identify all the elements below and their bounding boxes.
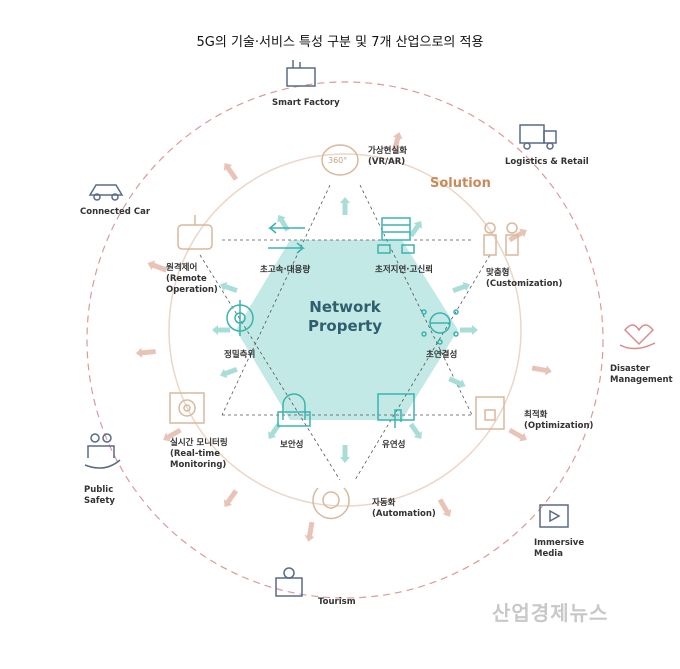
factory-icon bbox=[286, 60, 316, 87]
logistics-label: Logistics & Retail bbox=[505, 157, 589, 167]
solution-label: Solution bbox=[430, 176, 491, 191]
disaster-l2: Management bbox=[610, 375, 673, 385]
customization-label: 맞춤형(Customization) bbox=[486, 268, 562, 290]
monitoring-icon bbox=[169, 392, 205, 424]
latency-label: 초저지연·고신뢰 bbox=[375, 265, 433, 275]
watermark: 산업경제뉴스 bbox=[492, 601, 609, 625]
arrow bbox=[304, 521, 315, 542]
remote-control-icon bbox=[177, 215, 213, 250]
remote-ko: 원격제어 bbox=[166, 263, 198, 273]
monitor-ko: 실시간 모니터링 bbox=[170, 438, 228, 448]
dashed-star bbox=[199, 184, 491, 481]
center-line2: Property bbox=[308, 317, 382, 335]
security-label: 보안성 bbox=[280, 440, 304, 450]
people-icon bbox=[84, 433, 121, 469]
server-icon bbox=[377, 217, 415, 254]
map-pin-icon bbox=[275, 567, 303, 597]
security-magnet-icon bbox=[277, 393, 311, 427]
public-l2: Safety bbox=[84, 496, 115, 506]
connected-car-label: Connected Car bbox=[80, 207, 151, 217]
vr-ko: 가상현실화 bbox=[368, 146, 408, 156]
arrow bbox=[448, 376, 466, 389]
speed-label: 초고속·대용량 bbox=[260, 265, 311, 275]
arrow bbox=[163, 427, 182, 442]
custom-ko: 맞춤형 bbox=[486, 268, 510, 278]
remote-en2: Operation) bbox=[166, 285, 218, 295]
svg-text:360°: 360° bbox=[328, 156, 347, 165]
arrow bbox=[268, 422, 282, 439]
tourism-label: Tourism bbox=[318, 597, 356, 607]
arrow bbox=[340, 445, 350, 463]
monitor-en2: Monitoring) bbox=[170, 460, 227, 470]
immersive-l1: Immersive bbox=[534, 538, 585, 548]
optimization-icon bbox=[475, 396, 505, 430]
automation-label: 자동화(Automation) bbox=[372, 498, 436, 520]
heart-hand-icon bbox=[619, 324, 656, 350]
auto-en: (Automation) bbox=[372, 509, 436, 519]
globe-network-icon bbox=[421, 309, 459, 345]
arrow bbox=[223, 162, 239, 181]
optim-ko: 최적화 bbox=[524, 410, 548, 420]
center-line1: Network bbox=[309, 298, 381, 316]
remote-en1: (Remote bbox=[166, 274, 207, 284]
arrow bbox=[277, 214, 290, 232]
connectivity-label: 초연결성 bbox=[426, 350, 458, 360]
arrow bbox=[223, 489, 239, 508]
arrow bbox=[147, 260, 168, 273]
arrow bbox=[460, 325, 478, 335]
speed-arrows-icon bbox=[267, 222, 306, 254]
auto-ko: 자동화 bbox=[372, 498, 396, 508]
optimization-label: 최적화(Optimization) bbox=[524, 410, 593, 432]
customization-icon bbox=[483, 222, 519, 256]
arrows bbox=[135, 132, 552, 542]
arrow bbox=[340, 197, 350, 215]
solution-circle bbox=[168, 153, 522, 507]
touch-screen-icon bbox=[377, 393, 415, 428]
vr-en: (VR/AR) bbox=[368, 157, 406, 167]
vr-360-icon: 360° bbox=[321, 144, 359, 176]
arrow bbox=[437, 498, 452, 517]
smart-factory-label: Smart Factory bbox=[272, 98, 340, 108]
immersive-l2: Media bbox=[534, 549, 563, 559]
arrow bbox=[452, 281, 470, 294]
arrow bbox=[135, 347, 156, 358]
arrow bbox=[408, 422, 422, 439]
flexibility-label: 유연성 bbox=[382, 440, 406, 450]
vr-label: 가상현실화(VR/AR) bbox=[368, 146, 407, 168]
disaster-l1: Disaster bbox=[610, 364, 650, 374]
custom-en: (Customization) bbox=[486, 279, 563, 289]
arrow bbox=[220, 281, 238, 294]
network-hexagon bbox=[236, 240, 458, 420]
arrow bbox=[391, 132, 403, 153]
outer-dashed-circle bbox=[86, 81, 604, 599]
diagram-title: 5G의 기술·서비스 특성 구분 및 7개 산업으로의 적용 bbox=[196, 35, 484, 50]
public-l1: Public bbox=[84, 485, 114, 495]
target-positioning-icon bbox=[226, 300, 254, 336]
arrow bbox=[220, 366, 238, 379]
arrow bbox=[408, 221, 422, 238]
automation-icon bbox=[312, 487, 350, 520]
arrow bbox=[531, 365, 552, 376]
truck-icon bbox=[519, 124, 557, 150]
optim-en: (Optimization) bbox=[524, 421, 594, 431]
monitor-en1: (Real-time bbox=[170, 449, 220, 459]
arrow bbox=[508, 427, 527, 442]
media-icon bbox=[539, 504, 569, 528]
car-icon bbox=[88, 184, 124, 201]
positioning-label: 정밀측위 bbox=[224, 350, 256, 360]
arrow bbox=[212, 325, 230, 335]
